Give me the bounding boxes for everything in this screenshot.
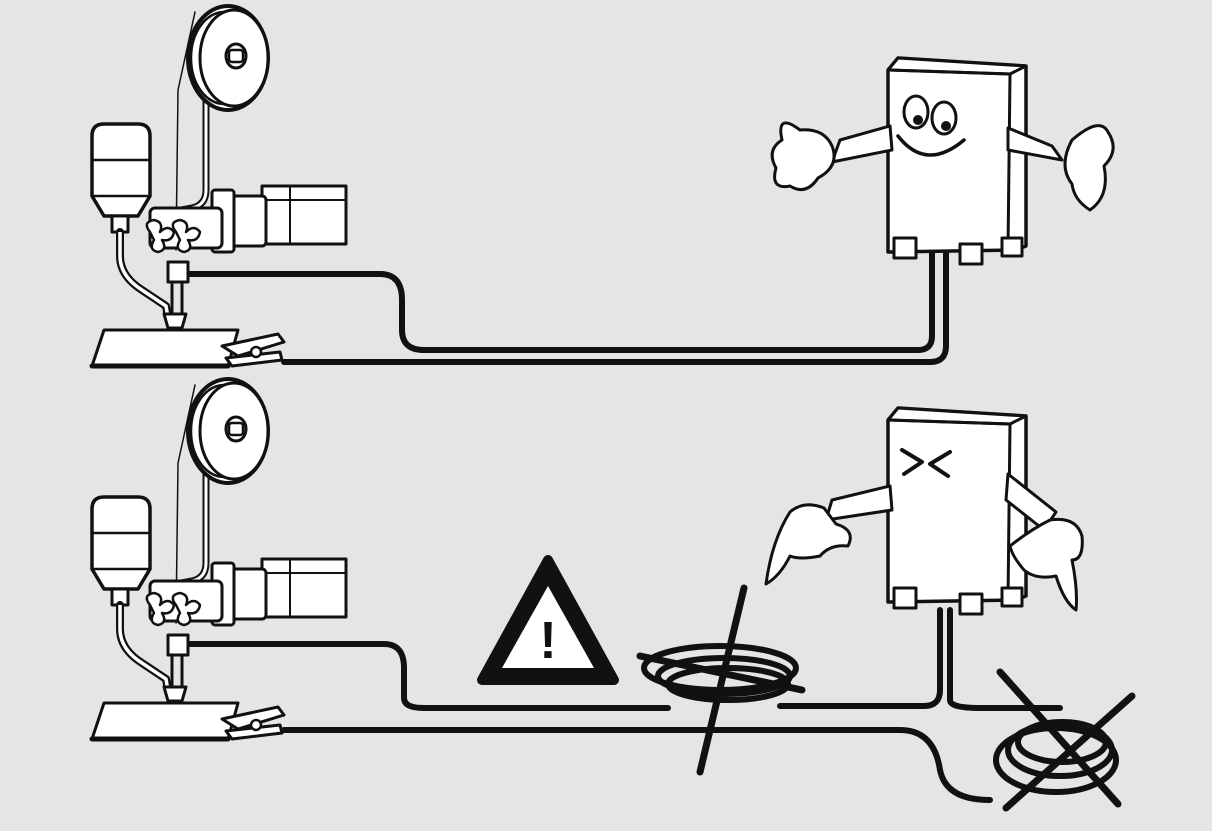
cable-coil-2: [993, 725, 1119, 795]
warning-sign: !: [477, 555, 619, 685]
warning-icon: !: [539, 612, 556, 670]
cross-out-line: [696, 584, 748, 776]
happy-face: [896, 94, 966, 157]
torch-cable-bottom: [187, 641, 671, 711]
power-source-happy: [886, 56, 1028, 266]
power-source-unhappy: [886, 406, 1028, 616]
correct-setup-panel: [92, 6, 1115, 366]
torch-cable-top: [187, 247, 935, 353]
ground-cable-top: [281, 247, 949, 365]
welding-head-top: [92, 6, 346, 366]
incorrect-setup-panel: !: [92, 379, 1136, 812]
ground-cable-bottom: [281, 727, 993, 803]
distressed-face: [900, 448, 952, 478]
welding-head-bottom: [92, 379, 346, 739]
